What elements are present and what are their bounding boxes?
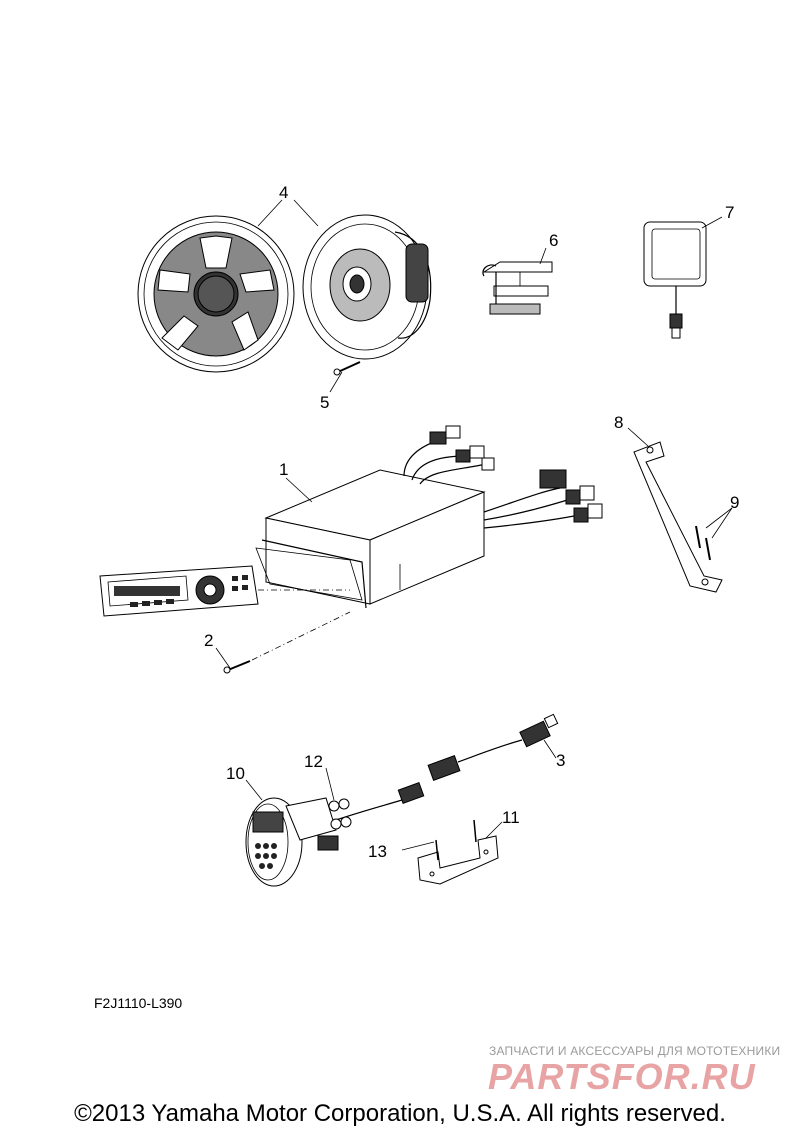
nuts-washers [328, 798, 352, 830]
antenna-pad [643, 221, 707, 339]
callout-8: 8 [614, 413, 623, 432]
watermark-logo: PARTSFOR.RU [488, 1056, 756, 1097]
callout-numbers: 4 5 6 7 1 8 9 2 3 10 12 11 13 [204, 183, 739, 861]
extension-cable [427, 713, 559, 781]
display-bracket [417, 835, 499, 885]
mounting-bracket [633, 441, 723, 593]
faceplate-screw [223, 611, 351, 674]
callout-1: 1 [279, 460, 288, 479]
callout-4: 4 [279, 183, 288, 202]
callout-2: 2 [204, 631, 213, 650]
connector-harness [482, 261, 553, 315]
copyright-notice: ©2013 Yamaha Motor Corporation, U.S.A. A… [74, 1100, 726, 1127]
callout-10: 10 [226, 764, 245, 783]
remote-display [245, 782, 425, 887]
callout-5: 5 [320, 393, 329, 412]
callout-11: 11 [502, 808, 520, 827]
callout-3: 3 [556, 751, 565, 770]
faceplate [99, 565, 350, 617]
leader-lines [215, 199, 733, 851]
bracket-small-screws [435, 819, 477, 861]
bracket-screws [695, 525, 711, 561]
callout-12: 12 [304, 752, 323, 771]
drawing-code: F2J1110-L390 [94, 995, 183, 1011]
callout-6: 6 [549, 231, 558, 250]
stereo-receiver [255, 425, 603, 609]
speaker-grille [137, 215, 295, 373]
speaker-screw [333, 361, 361, 376]
callout-7: 7 [725, 203, 734, 222]
watermark-tagline: ЗАПЧАСТИ И АКСЕССУАРЫ ДЛЯ МОТОТЕХНИКИ [489, 1044, 781, 1058]
speaker [302, 214, 432, 360]
callout-13: 13 [368, 842, 387, 861]
callout-9: 9 [730, 493, 739, 512]
